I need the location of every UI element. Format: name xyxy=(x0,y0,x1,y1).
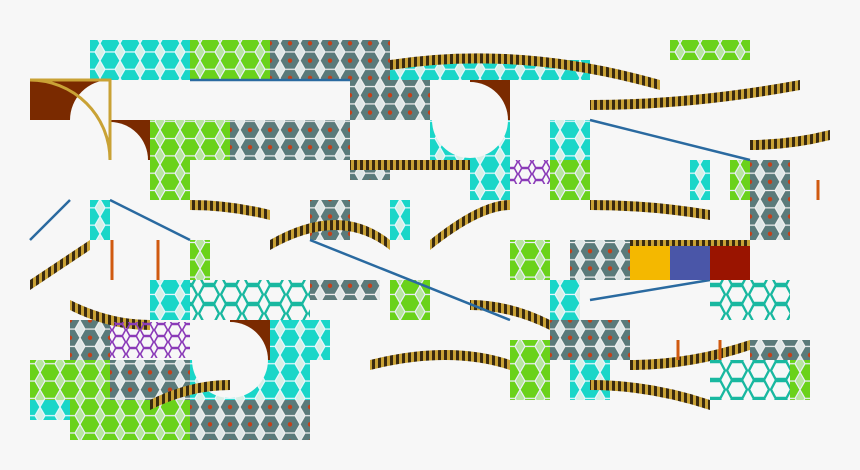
swatch-top-rail xyxy=(630,240,670,246)
hex-tile-block xyxy=(90,200,110,240)
hex-tile-block xyxy=(150,280,190,320)
rail-wire xyxy=(589,278,711,302)
slope-rail xyxy=(590,200,710,220)
rail-wire xyxy=(309,238,511,322)
purple-hex-grid xyxy=(110,322,190,358)
hex-tile-block xyxy=(310,280,380,300)
color-swatch-yellow xyxy=(630,240,670,280)
hex-tile-block xyxy=(30,360,110,400)
slope-rail xyxy=(30,240,90,290)
slope-rail xyxy=(350,160,470,170)
slope-rail xyxy=(390,53,660,90)
slope-rail xyxy=(470,300,550,330)
hex-tile-block xyxy=(750,160,790,240)
hex-tile-block xyxy=(550,320,630,360)
loop-cutout xyxy=(192,322,268,398)
slope-rail xyxy=(750,130,830,150)
hex-tile-block xyxy=(790,360,810,400)
rail-wire xyxy=(29,199,71,241)
hex-tile-block xyxy=(670,40,750,60)
swatch-top-rail xyxy=(670,240,710,246)
slope-rail xyxy=(270,220,390,250)
hex-tile-block xyxy=(690,160,710,200)
hex-tile-block xyxy=(570,240,630,280)
hex-tile-block xyxy=(470,160,510,200)
hex-tile-block xyxy=(750,340,810,360)
hex-tile-block xyxy=(270,320,330,360)
hex-tile-block xyxy=(190,240,210,280)
hex-tile-block xyxy=(270,40,390,80)
slope-rail xyxy=(590,380,710,410)
slope-rail xyxy=(150,380,230,410)
hex-tile-block xyxy=(190,40,270,80)
slope-rail xyxy=(630,340,750,370)
rail-wire xyxy=(109,198,191,242)
ring-hex-grid xyxy=(710,360,790,400)
slope-rail xyxy=(190,200,270,220)
hex-tile-block xyxy=(510,240,550,280)
hex-tile-block xyxy=(310,200,350,240)
ring-hex-grid xyxy=(190,280,310,320)
hex-tile-block xyxy=(550,160,590,200)
color-swatch-blue xyxy=(670,240,710,280)
hex-tile-block xyxy=(70,320,110,360)
swatch-top-rail xyxy=(710,240,750,246)
hex-tile-block xyxy=(510,340,550,400)
loop-rail xyxy=(29,78,112,161)
slope-rail xyxy=(370,350,510,370)
hex-tile-block xyxy=(350,80,430,120)
hex-tile-block xyxy=(190,400,310,440)
loop-quarter xyxy=(30,80,110,120)
hex-tile-block xyxy=(90,40,190,80)
slope-rail xyxy=(590,80,800,110)
purple-hex-grid xyxy=(510,160,550,184)
loop-cutout xyxy=(432,82,508,158)
hex-tile-block xyxy=(150,160,190,200)
hex-tile-block xyxy=(390,200,410,240)
color-swatch-red xyxy=(710,240,750,280)
hex-tile-block xyxy=(70,400,190,440)
slope-rail xyxy=(430,200,510,250)
hex-tile-block xyxy=(550,120,590,160)
ring-hex-grid xyxy=(710,280,790,320)
hex-tile-block xyxy=(30,400,70,420)
hex-tile-block xyxy=(230,120,350,160)
rail-wire xyxy=(589,118,751,162)
hex-tile-block xyxy=(550,280,580,320)
hex-tile-block xyxy=(730,160,750,200)
